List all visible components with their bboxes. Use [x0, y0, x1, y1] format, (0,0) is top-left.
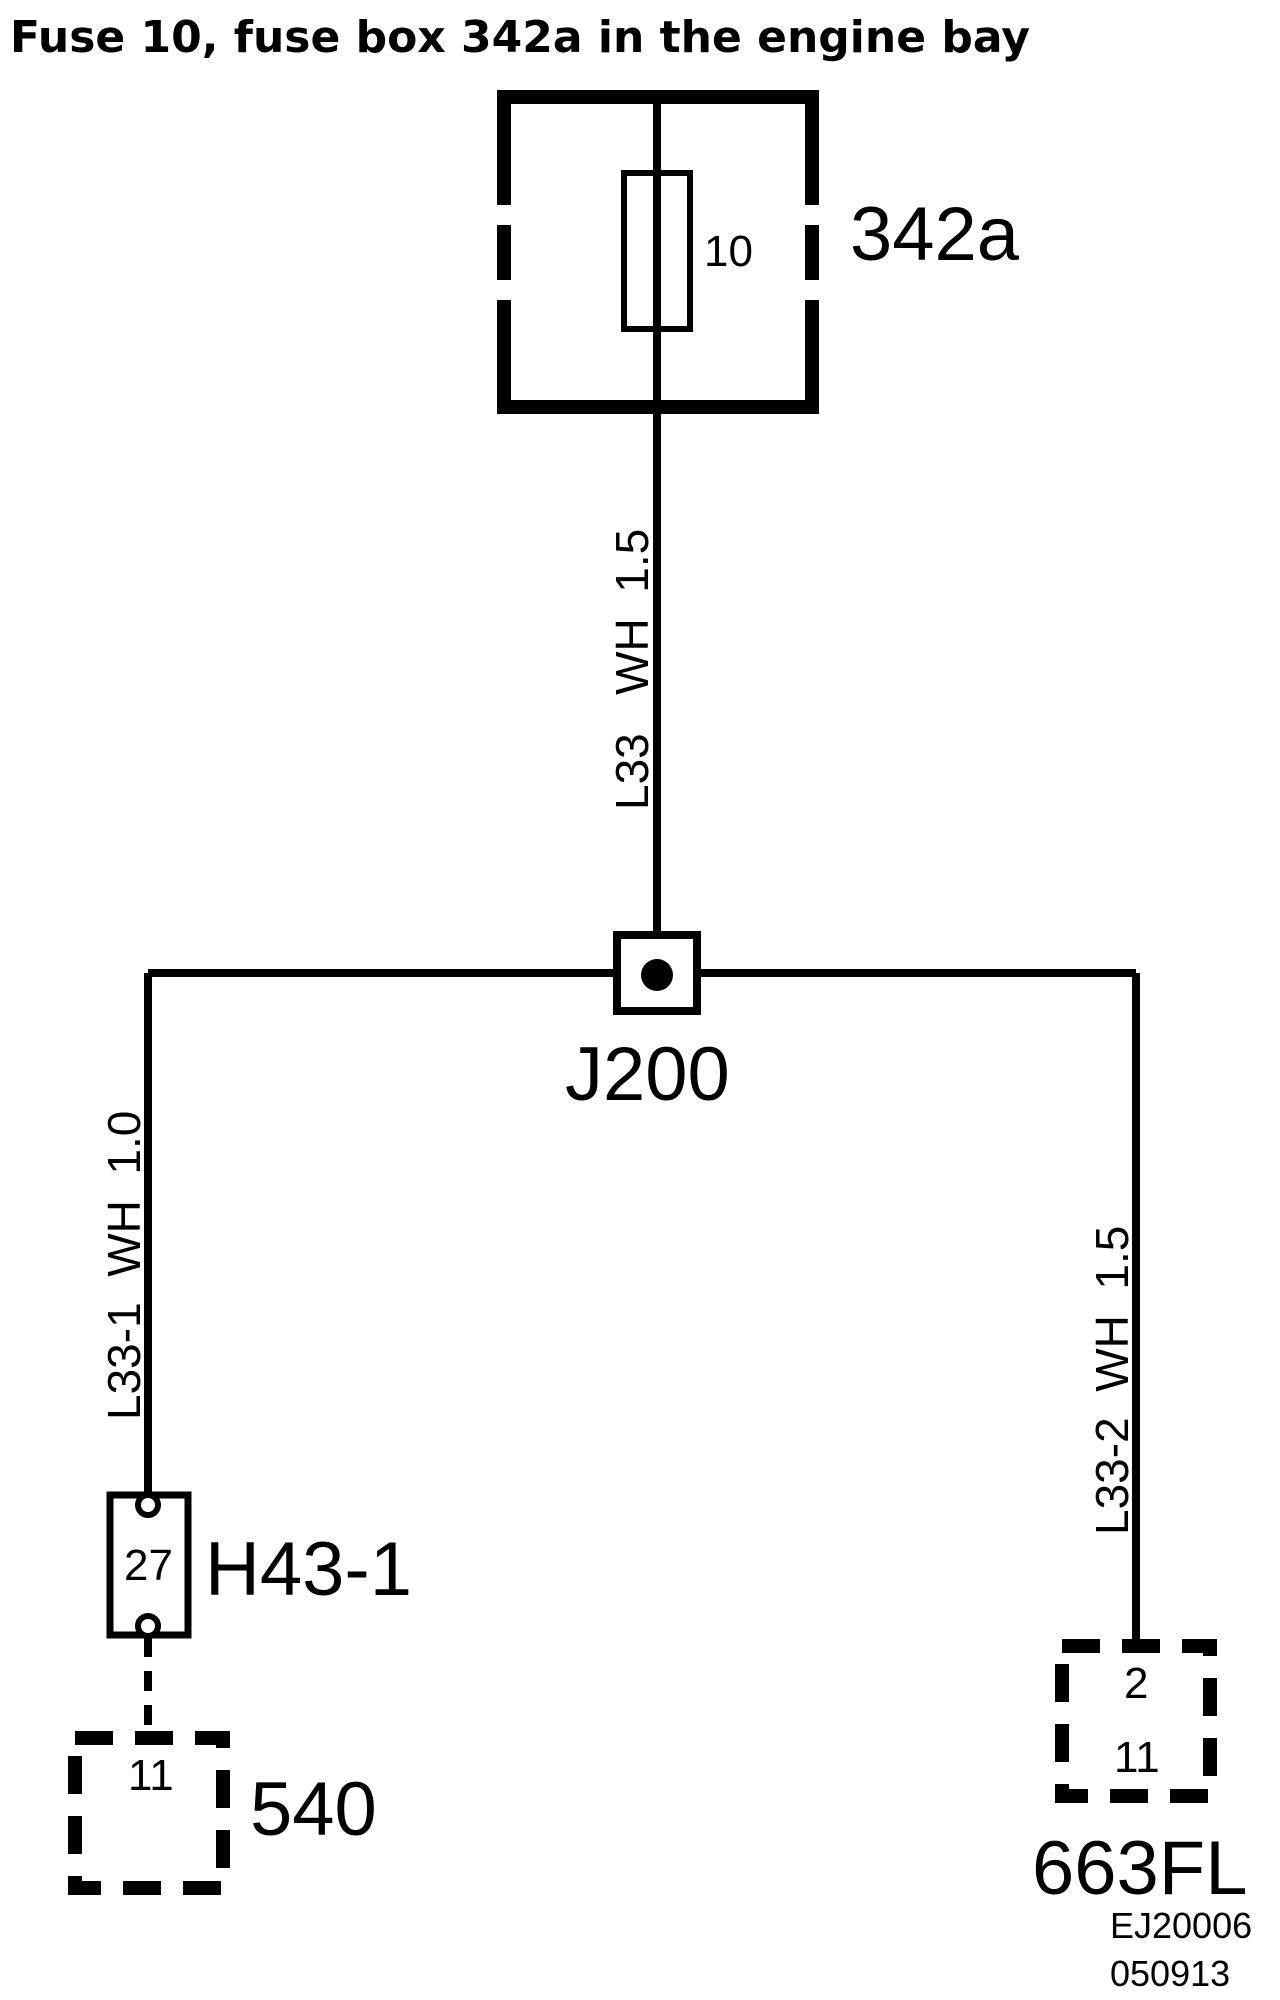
component-540-label: 540	[250, 1767, 377, 1852]
component-540-pin: 11	[128, 1751, 174, 1800]
connector-h43-label: H43-1	[205, 1527, 412, 1612]
component-663fl-label: 663FL	[1032, 1826, 1248, 1911]
wire-label-l33-2: L33-2 WH 1.5	[1086, 1226, 1138, 1535]
component-663fl-pin-top: 2	[1124, 1659, 1148, 1708]
component-663fl	[1055, 1639, 1217, 1803]
connector-h43-1	[106, 1491, 192, 1639]
component-663fl-pin-bottom: 11	[1114, 1733, 1160, 1782]
junction-label: J200	[565, 1032, 730, 1117]
component-540	[68, 1731, 230, 1895]
reference-code: EJ20006	[1110, 1905, 1252, 1946]
fuse-number: 10	[704, 227, 753, 276]
fuse-box-342a	[497, 90, 819, 414]
fuse-box-label: 342a	[850, 192, 1020, 277]
wire-label-l33-1: L33-1 WH 1.0	[98, 1111, 150, 1420]
wire-label-l33: L33 WH 1.5	[606, 529, 658, 810]
diagram-title: Fuse 10, fuse box 342a in the engine bay	[10, 12, 1030, 63]
reference-date: 050913	[1110, 1953, 1230, 1994]
junction-j200	[613, 931, 701, 1015]
connector-h43-pin: 27	[124, 1541, 173, 1590]
